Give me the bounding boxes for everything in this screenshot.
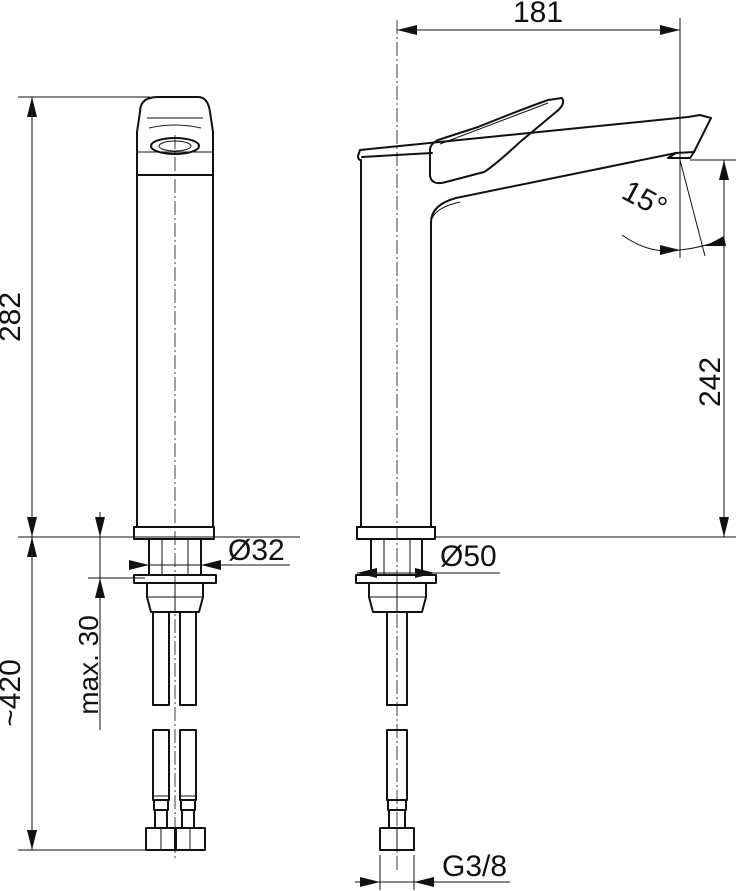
dimension-d32: Ø32: [129, 534, 290, 570]
side-view: [355, 20, 712, 870]
front-view: [133, 96, 217, 860]
dim-label-g38: G3/8: [442, 850, 507, 883]
dimension-d50: Ø50: [357, 540, 500, 578]
dim-label-420: ~420: [0, 659, 27, 727]
dimension-282: 282: [0, 96, 300, 538]
dim-label-d32: Ø32: [228, 534, 285, 567]
dim-label-242: 242: [694, 357, 727, 407]
dimension-181: 181: [397, 0, 681, 160]
dimension-max-30: max. 30: [73, 512, 145, 730]
dimension-242: 242: [436, 159, 736, 538]
dim-label-d50: Ø50: [440, 540, 497, 573]
dim-label-max-30: max. 30: [73, 615, 104, 715]
dimension-g38: G3/8: [355, 850, 510, 890]
dim-label-282: 282: [0, 292, 27, 342]
dimension-angle-15: 15°: [617, 159, 726, 258]
dim-label-angle: 15°: [617, 174, 673, 224]
dimension-420: ~420: [0, 537, 150, 851]
dim-label-181: 181: [513, 0, 563, 29]
